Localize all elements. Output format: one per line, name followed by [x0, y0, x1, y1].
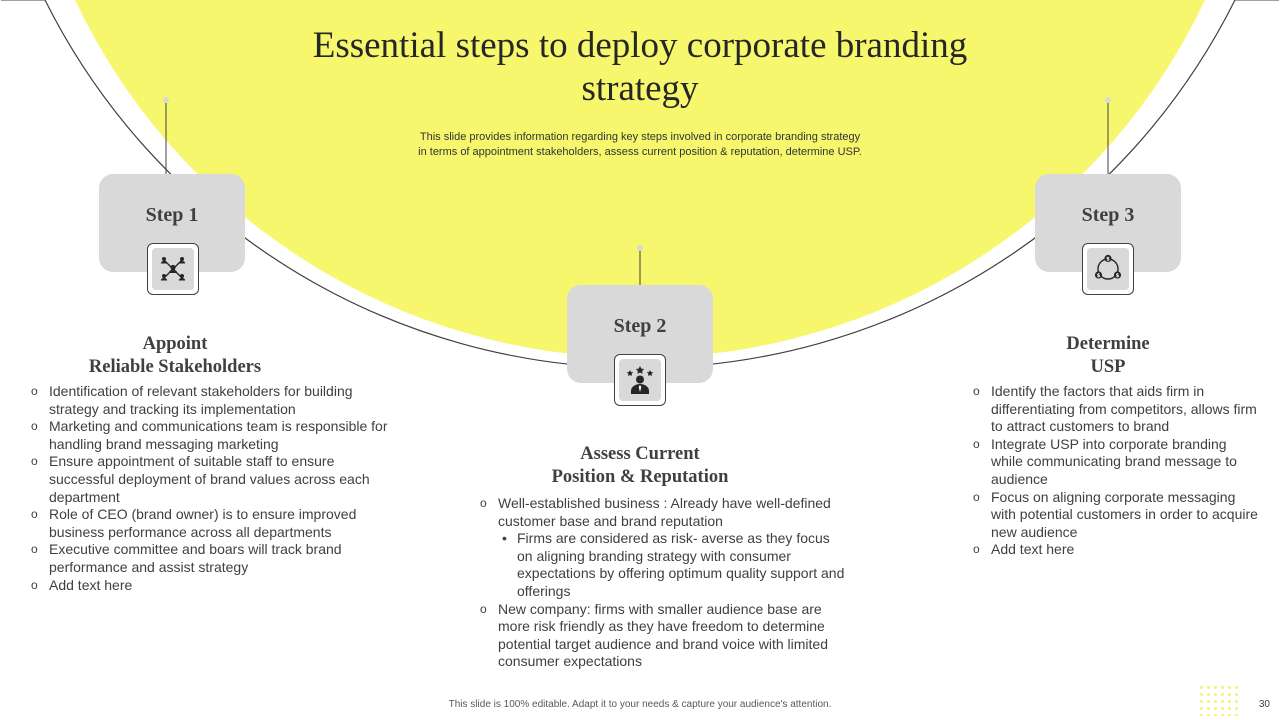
step-2-points: Well-established business : Already have… — [480, 495, 848, 671]
list-item: Role of CEO (brand owner) is to ensure i… — [31, 506, 391, 541]
step-2-heading-line1: Assess Current — [580, 444, 700, 464]
slide-subtitle: This slide provides information regardin… — [418, 131, 862, 158]
connector-dot-1 — [163, 97, 169, 103]
step-3-heading: Determine USP — [1003, 333, 1213, 379]
step-2-heading-line2: Position & Reputation — [551, 467, 729, 487]
list-item: Well-established business : Already have… — [480, 495, 848, 601]
network-people-icon — [160, 257, 186, 281]
step-2-icon-box — [614, 354, 666, 406]
connector-dot-3 — [1105, 97, 1111, 103]
page-number: 30 — [1258, 699, 1270, 710]
step-3-label: Step 3 — [1081, 204, 1135, 226]
star-businessman-icon — [626, 366, 654, 394]
list-item: Focus on aligning corporate messaging wi… — [973, 489, 1258, 542]
list-item: Integrate USP into corporate branding wh… — [973, 436, 1258, 489]
step-2-label: Step 2 — [613, 315, 667, 337]
step-1-heading-line2: Reliable Stakeholders — [88, 357, 262, 377]
step-1-heading-line1: Appoint — [142, 334, 208, 354]
step-3-heading-line2: USP — [1090, 357, 1126, 377]
decorative-dot-grid — [1198, 684, 1242, 716]
step-3-heading-line1: Determine — [1066, 334, 1150, 354]
list-item: Add text here — [973, 541, 1258, 559]
svg-text:$: $ — [1106, 256, 1110, 262]
list-item: Firms are considered as risk- averse as … — [498, 530, 848, 600]
step-2-point-1: Well-established business : Already have… — [498, 495, 831, 529]
step-1-label: Step 1 — [145, 204, 199, 226]
step-1-points: Identification of relevant stakeholders … — [31, 383, 391, 594]
step-2-heading: Assess Current Position & Reputation — [520, 443, 760, 489]
step-1-heading: Appoint Reliable Stakeholders — [60, 333, 290, 379]
step-2-subpoints: Firms are considered as risk- averse as … — [498, 530, 848, 600]
step-3-points: Identify the factors that aids firm in d… — [973, 383, 1258, 559]
list-item: Ensure appointment of suitable staff to … — [31, 453, 391, 506]
list-item: Identification of relevant stakeholders … — [31, 383, 391, 418]
footer-note: This slide is 100% editable. Adapt it to… — [448, 699, 832, 710]
list-item: Executive committee and boars will track… — [31, 541, 391, 576]
slide-title: Essential steps to deploy corporate bran… — [312, 25, 968, 109]
step-1-icon-box — [147, 243, 199, 295]
list-item: Identify the factors that aids firm in d… — [973, 383, 1258, 436]
list-item: Add text here — [31, 577, 391, 595]
yellow-arc-shape — [75, 0, 1205, 358]
list-item: Marketing and communications team is res… — [31, 418, 391, 453]
connector-dot-2 — [637, 245, 643, 251]
cycle-dollar-icon: $ $ $ — [1094, 254, 1122, 280]
step-3-icon-box: $ $ $ — [1082, 243, 1134, 295]
list-item: New company: firms with smaller audience… — [480, 601, 848, 671]
svg-text:$: $ — [1097, 273, 1101, 279]
svg-text:$: $ — [1116, 273, 1120, 279]
